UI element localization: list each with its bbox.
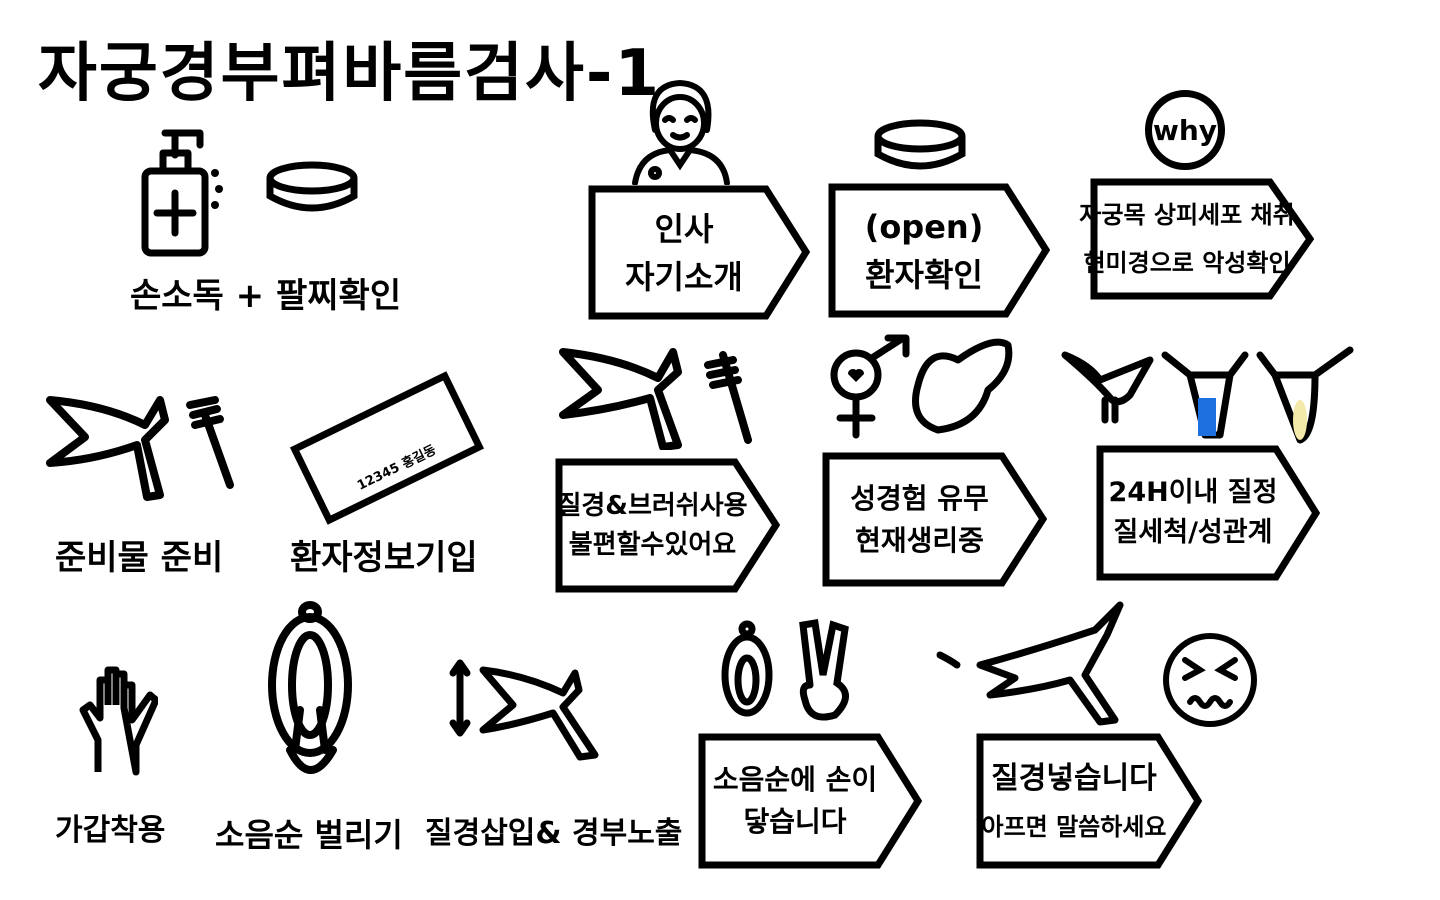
gender-menstruation-icon bbox=[830, 334, 1013, 439]
speculum-brush-icon bbox=[46, 396, 234, 501]
step-patient-info-label: 환자정보기입 bbox=[290, 538, 478, 578]
step-insert-speculum-label: 질경삽입& 경부노출 bbox=[425, 816, 683, 851]
specimen-label-slip: 12345 홍길동 bbox=[289, 371, 485, 525]
card-line: 인사 bbox=[654, 209, 714, 248]
wristband-icon bbox=[874, 119, 966, 170]
card-patient-check: (open) 환자확인 bbox=[828, 183, 1050, 318]
card-line: 24H이내 질정 bbox=[1108, 476, 1278, 508]
card-line: 환자확인 bbox=[865, 255, 983, 294]
spread-labia-icon bbox=[268, 601, 352, 774]
wristband-icon bbox=[266, 161, 358, 212]
card-line: 닿습니다 bbox=[743, 805, 847, 838]
step-spread-labia-label: 소음순 벌리기 bbox=[215, 816, 403, 854]
nurse-icon bbox=[632, 79, 730, 185]
speculum-brush-icon bbox=[559, 348, 752, 450]
cervix-discharge-icon bbox=[1061, 346, 1354, 444]
card-line: 자기소개 bbox=[625, 257, 743, 296]
card-line: 현미경으로 악성확인 bbox=[1083, 249, 1291, 277]
card-line: 소음순에 손이 bbox=[712, 763, 878, 796]
card-line: 불편할수있어요 bbox=[568, 529, 737, 560]
card-line: (open) bbox=[864, 207, 984, 246]
labia-hand-icon bbox=[721, 618, 849, 721]
step-prepare-label: 준비물 준비 bbox=[55, 538, 224, 578]
page-title: 자궁경부펴바름검사-1 bbox=[38, 37, 662, 111]
card-line: 현재생리중 bbox=[855, 523, 984, 557]
speculum-insert-icon bbox=[936, 601, 1124, 726]
sanitizer-bottle-icon bbox=[141, 129, 223, 257]
card-line: 질경&브러쉬사용 bbox=[557, 490, 748, 521]
why-badge: why bbox=[1145, 90, 1225, 170]
card-line: 성경험 유무 bbox=[850, 481, 989, 515]
card-line: 질세척/성관계 bbox=[1113, 517, 1273, 548]
card-line: 아프면 말씀하세요 bbox=[981, 813, 1167, 842]
step-hand-sanitize-label: 손소독 + 팔찌확인 bbox=[130, 276, 402, 316]
glove-icon bbox=[79, 666, 158, 776]
speculum-insert-icon bbox=[449, 659, 599, 761]
pain-face-icon bbox=[1163, 633, 1257, 727]
card-line: 질경넣습니다 bbox=[991, 761, 1157, 797]
specimen-label-text: 12345 홍길동 bbox=[355, 442, 439, 494]
step-gloves-label: 가갑착용 bbox=[55, 813, 166, 848]
card-line: 자궁목 상피세포 채취 bbox=[1079, 201, 1295, 229]
